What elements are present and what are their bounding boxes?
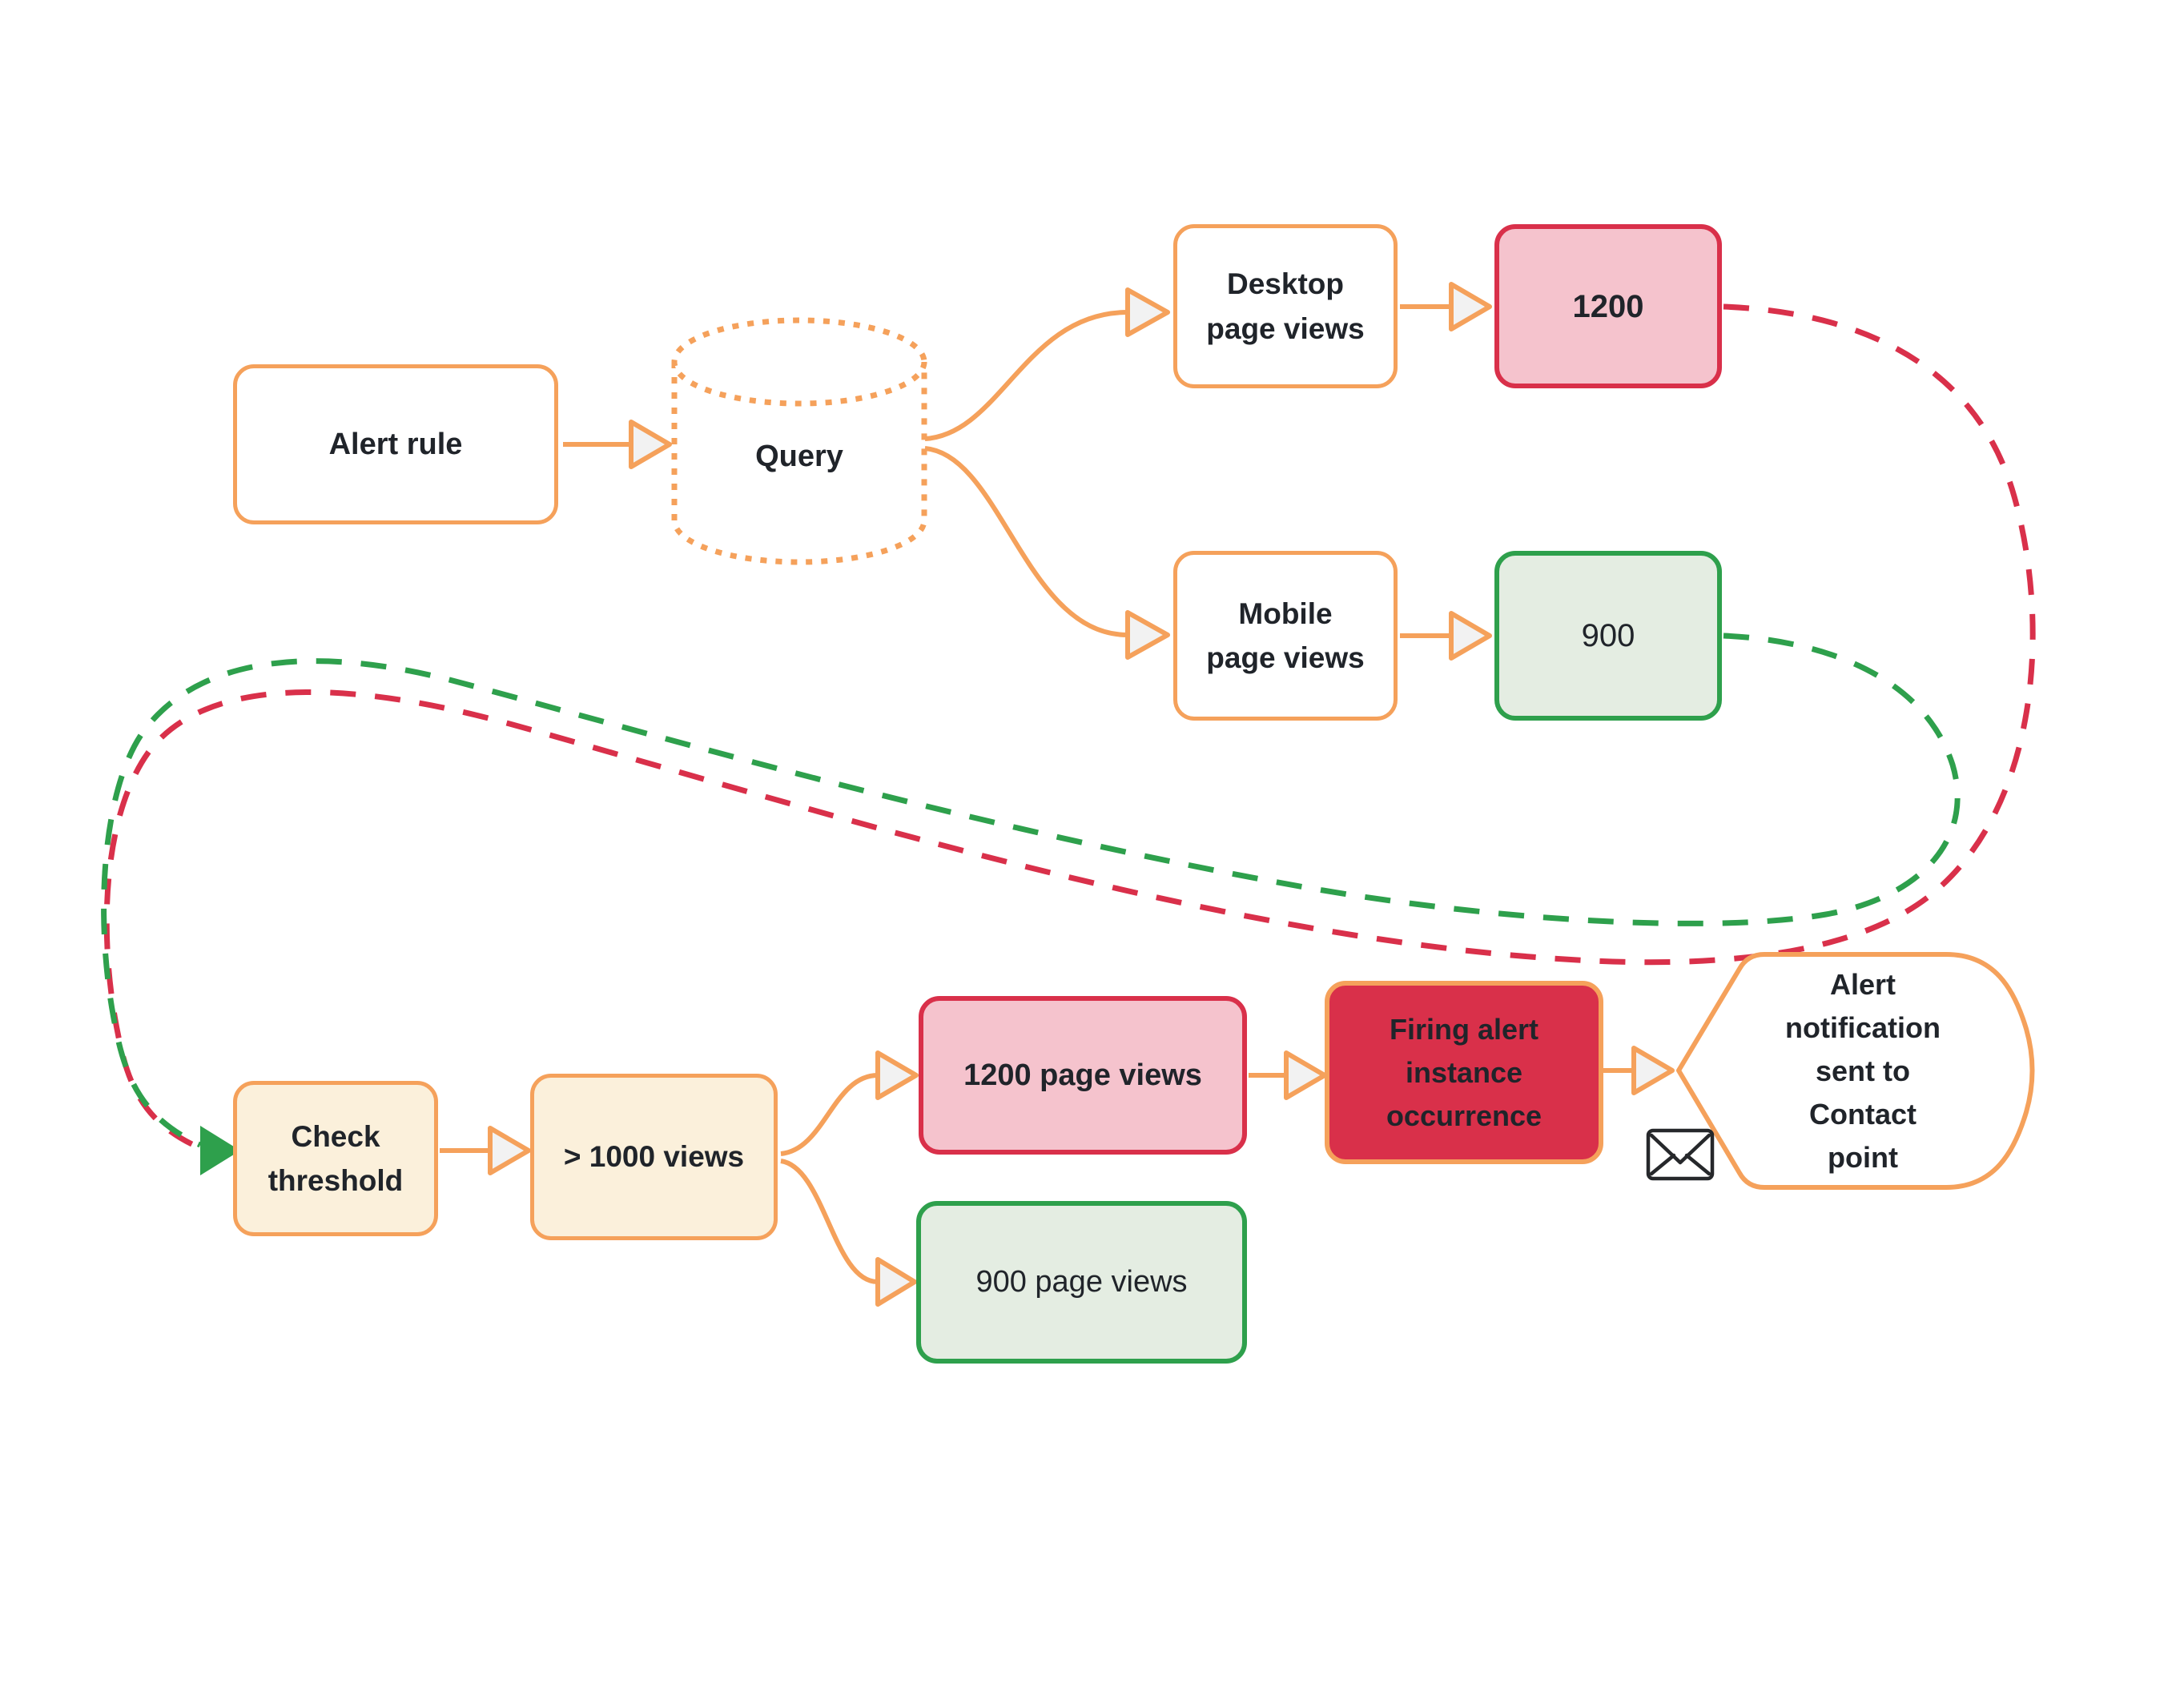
arrowhead-condition-to-normal	[875, 1257, 917, 1307]
node-desktop-value-label: 1200	[1572, 288, 1644, 324]
connector-900-loop-to-check-threshold	[101, 633, 1961, 1148]
notification-pentagon-shape	[1676, 952, 2035, 1190]
node-threshold-condition: > 1000 views	[530, 1074, 778, 1240]
arrowhead-firing-to-notification	[1631, 1046, 1675, 1095]
node-query: Query	[673, 344, 926, 568]
node-query-label: Query	[755, 439, 843, 473]
connector-query-to-mobile	[924, 446, 1128, 637]
arrowhead-alert-rule-to-query	[629, 420, 672, 469]
database-cylinder-icon	[671, 362, 927, 565]
arrowhead-check-to-condition	[488, 1126, 531, 1175]
database-cylinder-top	[671, 317, 927, 407]
node-mobile-page-views: Mobile page views	[1173, 551, 1398, 721]
envelope-flap	[1649, 1133, 1711, 1165]
node-breaching-value-label: 1200 page views	[963, 1058, 1202, 1092]
node-firing-alert-label: Firing alert instance occurrence	[1386, 1012, 1542, 1132]
node-normal-value-label: 900 page views	[975, 1265, 1188, 1299]
node-mobile-label: Mobile page views	[1206, 596, 1365, 675]
node-alert-rule-label: Alert rule	[328, 427, 463, 461]
connector-1200-loop-to-check-threshold	[103, 303, 2036, 1150]
envelope-icon	[1646, 1128, 1715, 1181]
envelope-folds	[1649, 1153, 1711, 1176]
arrowhead-desktop-to-1200	[1449, 282, 1492, 331]
node-desktop-label: Desktop page views	[1206, 267, 1365, 345]
node-mobile-value-label: 900	[1581, 618, 1635, 653]
node-alert-notification: Alert notification sent to Contact point	[1743, 954, 1983, 1187]
arrowhead-mobile-to-900	[1449, 611, 1492, 661]
connector-condition-to-normal	[780, 1159, 879, 1284]
node-normal-value: 900 page views	[916, 1201, 1247, 1364]
arrowhead-query-to-mobile	[1125, 610, 1170, 660]
connector-query-to-desktop	[924, 310, 1128, 441]
arrowhead-breaching-to-firing	[1284, 1050, 1327, 1100]
node-alert-rule: Alert rule	[233, 364, 558, 524]
node-threshold-condition-label: > 1000 views	[563, 1140, 745, 1174]
arrowhead-query-to-desktop	[1125, 287, 1170, 337]
node-mobile-value: 900	[1494, 551, 1722, 721]
node-desktop-value: 1200	[1494, 224, 1722, 388]
node-desktop-page-views: Desktop page views	[1173, 224, 1398, 388]
node-breaching-value: 1200 page views	[919, 996, 1247, 1155]
node-check-threshold: Check threshold	[233, 1081, 438, 1236]
node-firing-alert: Firing alert instance occurrence	[1325, 981, 1603, 1164]
node-alert-notification-label: Alert notification sent to Contact point	[1785, 967, 1941, 1174]
arrowhead-loop-to-check-threshold	[200, 1126, 240, 1175]
connector-condition-to-breaching	[780, 1073, 879, 1156]
arrowhead-condition-to-breaching	[875, 1050, 919, 1100]
node-check-threshold-label: Check threshold	[267, 1119, 404, 1198]
